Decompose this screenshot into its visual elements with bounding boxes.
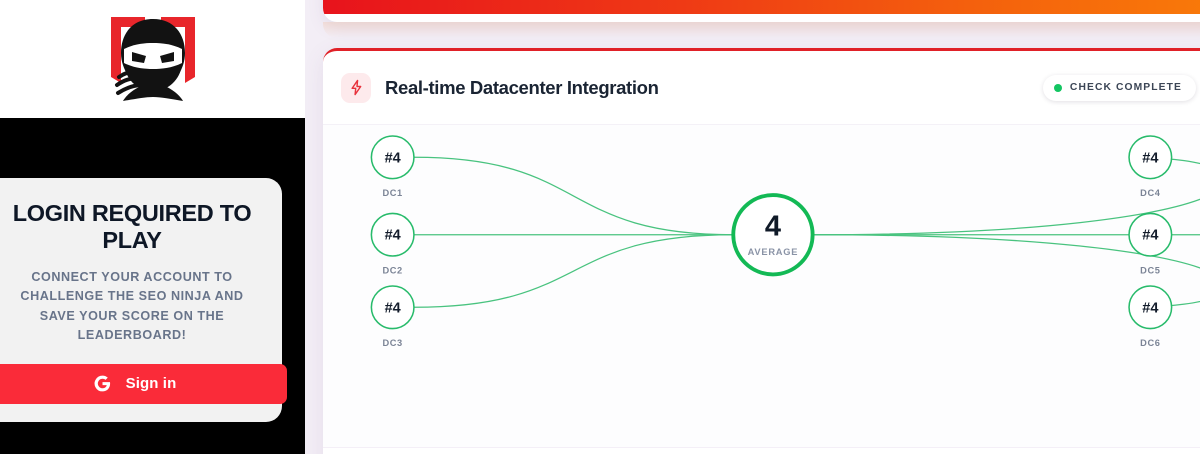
- node-value: #4: [1142, 300, 1158, 316]
- datacenter-integration-card: Real-time Datacenter Integration CHECK C…: [323, 48, 1200, 454]
- node-circle: [370, 212, 415, 257]
- lightning-bolt-icon: [341, 72, 371, 103]
- card-header: Real-time Datacenter Integration CHECK C…: [323, 51, 1200, 125]
- gradient-glow: [323, 22, 1200, 38]
- node-label: DC2: [383, 265, 403, 275]
- node-label: DC1: [383, 188, 403, 198]
- hub-label: AVERAGE: [748, 247, 799, 257]
- node-circle: [370, 135, 415, 180]
- main-content: Real-time Datacenter Integration CHECK C…: [305, 0, 1200, 454]
- node-label: DC3: [383, 338, 403, 348]
- left-sidebar: LOGIN REQUIRED TO PLAY CONNECT YOUR ACCO…: [0, 0, 305, 454]
- status-badge: CHECK COMPLETE: [1042, 74, 1196, 101]
- node-value: #4: [1142, 150, 1158, 166]
- diagram-edges: [413, 156, 1200, 308]
- previous-card-bottom: [323, 0, 1200, 22]
- ninja-logo-icon: [110, 17, 195, 101]
- login-required-card: LOGIN REQUIRED TO PLAY CONNECT YOUR ACCO…: [0, 178, 287, 422]
- google-sign-in-button[interactable]: Sign in: [0, 363, 287, 404]
- node-circle: [370, 285, 415, 330]
- node-value: #4: [1142, 228, 1158, 244]
- login-card-title: LOGIN REQUIRED TO PLAY: [12, 200, 252, 253]
- card-footer-divider: [323, 447, 1200, 448]
- sign-in-label: Sign in: [125, 375, 177, 393]
- hub-value: 4: [765, 211, 781, 243]
- node-label: DC4: [1140, 188, 1161, 198]
- node-label: DC6: [1140, 338, 1160, 348]
- hub-circle: [731, 193, 815, 277]
- login-card-subtitle: CONNECT YOUR ACCOUNT TO CHALLENGE THE SE…: [20, 269, 244, 343]
- node-circle: [1128, 212, 1173, 257]
- node-value: #4: [385, 150, 401, 166]
- status-label: CHECK COMPLETE: [1069, 82, 1182, 93]
- status-dot-icon: [1053, 83, 1062, 92]
- node-value: #4: [385, 228, 401, 244]
- diagram-edge: [413, 234, 734, 308]
- node-label: DC5: [1140, 265, 1160, 275]
- node-circle: [1128, 285, 1173, 330]
- gradient-accent-strip: [323, 0, 1200, 14]
- card-title: Real-time Datacenter Integration: [385, 76, 659, 98]
- node-circle: [1128, 135, 1173, 180]
- diagram-edge: [413, 156, 734, 236]
- diagram-edge: [812, 234, 1200, 308]
- diagram-edge: [812, 156, 1200, 236]
- google-g-icon: [94, 375, 110, 392]
- logo-panel: [0, 0, 305, 118]
- node-value: #4: [385, 300, 401, 316]
